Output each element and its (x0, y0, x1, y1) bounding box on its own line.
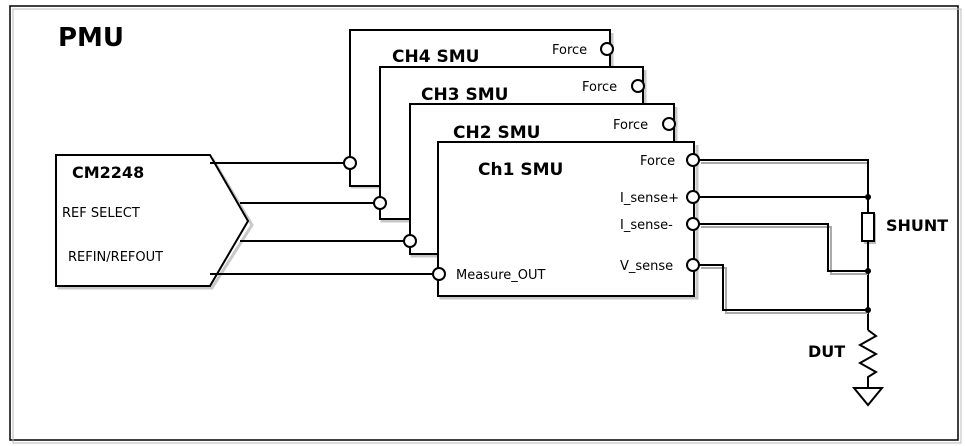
ch2-force-label: Force (613, 118, 648, 133)
ch1-isense-minus-wire (699, 223, 868, 275)
ch3-measure-terminal (373, 196, 387, 210)
ch3-force-label: Force (582, 80, 617, 95)
ch3-force-terminal (631, 79, 645, 93)
dut-resistor (857, 329, 879, 388)
shunt-label: SHUNT (886, 216, 948, 235)
ch1-force-label: Force (640, 154, 675, 169)
ch1-smu-box (437, 141, 699, 300)
pmu-border-shadow (12, 8, 962, 444)
refin-refout-label: REFIN/REFOUT (68, 250, 163, 265)
shunt-resistor (861, 212, 876, 244)
ch1-isense-plus-label: I_sense+ (620, 191, 679, 206)
ch1-force-terminal (686, 153, 700, 167)
cm2248-block (55, 154, 254, 290)
ch1-vsense-label: V_sense (620, 259, 673, 274)
ch1-isense-minus-terminal (686, 217, 700, 231)
pmu-outer-border (9, 5, 959, 441)
ch1-measure-out-terminal (432, 267, 446, 281)
ch4-force-terminal (600, 42, 614, 56)
cm2248-label: CM2248 (72, 163, 144, 182)
ch1-smu-label: Ch1 SMU (478, 160, 563, 180)
ch1-force-wire (699, 159, 869, 198)
ch1-isense-minus-label: I_sense- (620, 218, 673, 233)
ch3-smu-label: CH3 SMU (421, 85, 508, 105)
ch2-measure-terminal (403, 234, 417, 248)
ch2-force-terminal (662, 117, 676, 131)
ch1-measure-out-label: Measure_OUT (456, 268, 545, 283)
ch1-isense-plus-terminal (686, 190, 700, 204)
ch4-smu-label: CH4 SMU (392, 47, 479, 67)
ground-icon (851, 387, 885, 407)
ref-select-label: REF SELECT (62, 206, 140, 221)
node-vsense (865, 307, 871, 313)
ch4-force-label: Force (552, 43, 587, 58)
ch2-smu-label: CH2 SMU (453, 123, 540, 143)
ch1-vsense-wire (699, 264, 868, 314)
node-isense-minus (865, 268, 871, 274)
ch4-measure-terminal (343, 156, 357, 170)
dut-label: DUT (808, 342, 845, 361)
pmu-title: PMU (58, 23, 124, 53)
ch1-vsense-terminal (686, 258, 700, 272)
